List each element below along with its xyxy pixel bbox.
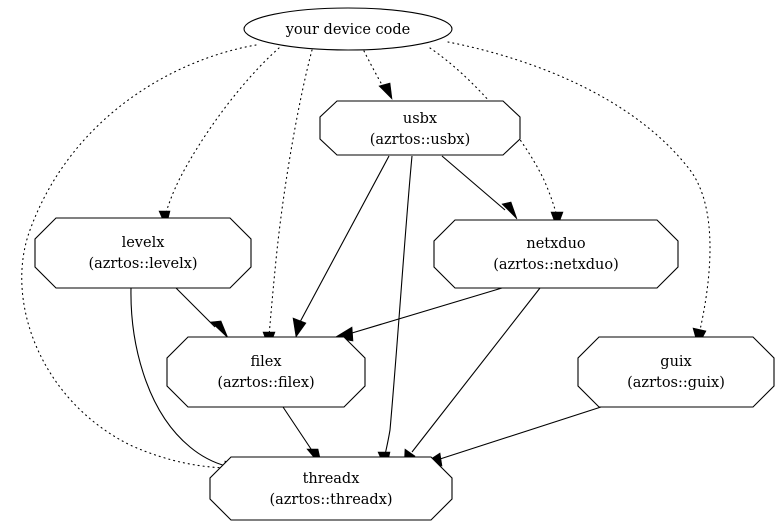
edge-levelx-to-filex: [175, 287, 229, 339]
node-levelx[interactable]: levelx (azrtos::levelx): [34, 217, 252, 289]
levelx-name-label: levelx: [122, 235, 165, 251]
threadx-name-label: threadx: [303, 471, 360, 487]
edge-your-device-code-to-usbx: [363, 50, 393, 100]
node-guix[interactable]: guix (azrtos::guix): [577, 336, 775, 408]
node-your-device-code[interactable]: your device code: [243, 7, 453, 51]
usbx-package-label: (azrtos::usbx): [370, 132, 471, 148]
edge-your-device-code-to-guix: [447, 41, 711, 347]
edge-your-device-code-to-filex: [262, 49, 313, 349]
guix-package-label: (azrtos::guix): [627, 375, 725, 391]
threadx-octagon[interactable]: [209, 456, 453, 521]
edge-guix-to-threadx: [422, 406, 602, 467]
guix-octagon[interactable]: [577, 336, 775, 408]
netxduo-package-label: (azrtos::netxduo): [493, 257, 619, 273]
levelx-package-label: (azrtos::levelx): [88, 256, 197, 272]
usbx-octagon[interactable]: [319, 100, 521, 156]
node-netxduo[interactable]: netxduo (azrtos::netxduo): [433, 219, 679, 289]
netxduo-name-label: netxduo: [526, 236, 585, 252]
node-threadx[interactable]: threadx (azrtos::threadx): [209, 456, 453, 521]
node-usbx[interactable]: usbx (azrtos::usbx): [319, 100, 521, 156]
filex-name-label: filex: [250, 354, 281, 370]
usbx-name-label: usbx: [403, 111, 437, 127]
your-device-code-ellipse[interactable]: [243, 7, 453, 51]
threadx-package-label: (azrtos::threadx): [269, 492, 392, 508]
your-device-code-label: your device code: [285, 22, 411, 38]
levelx-octagon[interactable]: [34, 217, 252, 289]
edge-netxduo-to-threadx: [403, 287, 541, 469]
netxduo-octagon[interactable]: [433, 219, 679, 289]
guix-name-label: guix: [660, 354, 691, 370]
filex-package-label: (azrtos::filex): [217, 375, 314, 391]
edge-usbx-to-netxduo: [441, 155, 518, 220]
edge-usbx-to-filex: [292, 155, 390, 338]
edge-group-solid: [130, 155, 602, 474]
filex-octagon[interactable]: [166, 336, 366, 408]
edge-your-device-code-to-levelx: [158, 47, 280, 228]
edge-usbx-to-threadx: [377, 155, 413, 471]
edge-netxduo-to-filex: [333, 287, 503, 342]
node-filex[interactable]: filex (azrtos::filex): [166, 336, 366, 408]
